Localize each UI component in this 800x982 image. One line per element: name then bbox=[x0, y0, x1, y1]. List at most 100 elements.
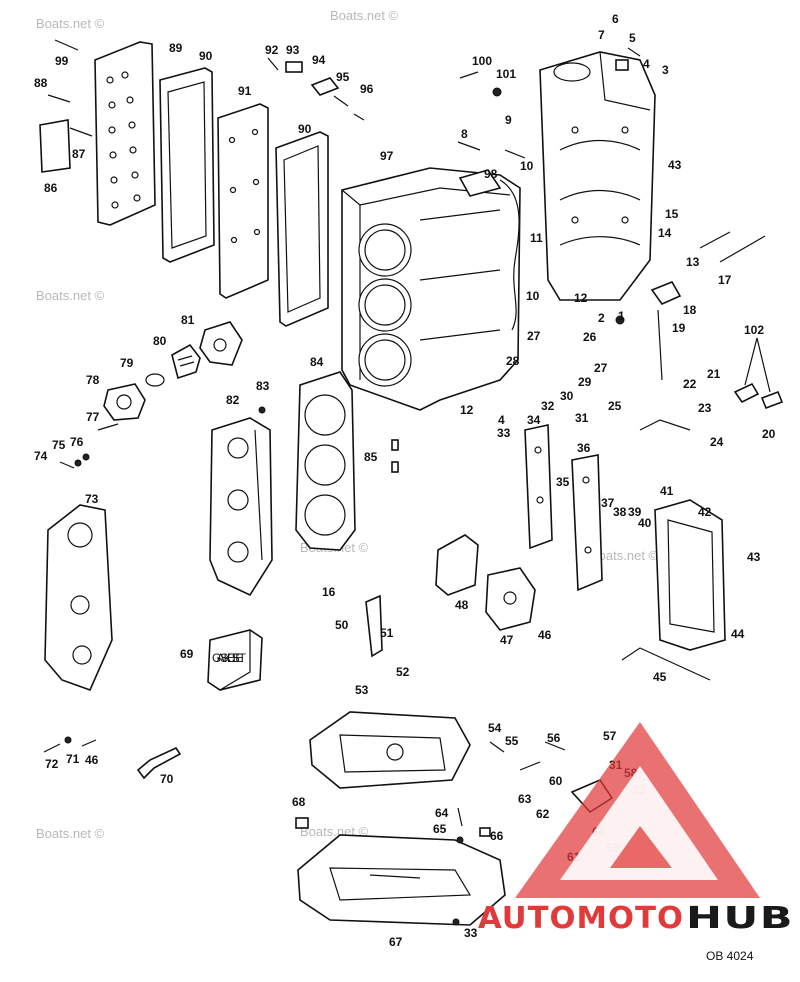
part-label: 41 bbox=[660, 484, 674, 498]
part-label: 5 bbox=[629, 31, 636, 45]
part-label: 69 bbox=[180, 647, 194, 661]
part-label: 29 bbox=[578, 375, 592, 389]
part-label: 47 bbox=[500, 633, 514, 647]
part-label: 13 bbox=[686, 255, 700, 269]
part-label: 24 bbox=[710, 435, 724, 449]
part-label: 68 bbox=[292, 795, 306, 809]
thermostat-cover-81 bbox=[199, 321, 243, 366]
part-label: 34 bbox=[527, 413, 541, 427]
logo-triangle-inner-icon bbox=[560, 766, 718, 880]
head-cover-73 bbox=[44, 504, 113, 692]
part-label: 52 bbox=[396, 665, 410, 679]
part-label: 20 bbox=[762, 427, 776, 441]
part-label: 64 bbox=[435, 806, 449, 820]
watermark: Boats.net © bbox=[36, 288, 105, 303]
rod-45 bbox=[621, 647, 711, 681]
fasteners-72-71-46 bbox=[43, 736, 97, 753]
part-label: 40 bbox=[638, 516, 652, 530]
part-label: 33 bbox=[497, 426, 511, 440]
part-label: 50 bbox=[335, 618, 349, 632]
part-label: 60 bbox=[549, 774, 563, 788]
spark-plug-70 bbox=[136, 746, 182, 780]
part-label: 70 bbox=[160, 772, 174, 786]
dowel-85 bbox=[391, 439, 399, 473]
part-label: 86 bbox=[44, 181, 58, 195]
part-label: 55 bbox=[505, 734, 519, 748]
cover-48 bbox=[435, 534, 479, 596]
part-label: 99 bbox=[55, 54, 69, 68]
seal-ring-79 bbox=[145, 373, 165, 387]
part-label: 93 bbox=[286, 43, 300, 57]
part-label: 22 bbox=[683, 377, 697, 391]
part-label: 78 bbox=[86, 373, 100, 387]
cover-47 bbox=[485, 567, 536, 631]
part-label: 83 bbox=[256, 379, 270, 393]
part-label: 42 bbox=[698, 505, 712, 519]
lever-25 bbox=[639, 419, 691, 431]
part-label: 28 bbox=[506, 354, 520, 368]
part-label: 43 bbox=[747, 550, 761, 564]
cylinder-block bbox=[341, 167, 521, 411]
part-label: 98 bbox=[484, 167, 498, 181]
part-label: 16 bbox=[322, 585, 336, 599]
part-label: 63 bbox=[518, 792, 532, 806]
bolt-77 bbox=[97, 423, 119, 431]
part-label: 102 bbox=[744, 323, 764, 337]
clip-50 bbox=[365, 594, 383, 658]
part-label: 90 bbox=[199, 49, 213, 63]
part-label: 27 bbox=[527, 329, 541, 343]
part-label: 95 bbox=[336, 70, 350, 84]
part-label: 2 bbox=[598, 311, 605, 325]
part-label: 74 bbox=[34, 449, 48, 463]
part-label: 56 bbox=[547, 731, 561, 745]
part-label: 1 bbox=[618, 309, 625, 323]
part-label: 11 bbox=[530, 231, 543, 245]
part-label: 38 bbox=[613, 505, 627, 519]
part-label: 101 bbox=[496, 67, 516, 81]
part-label: 8 bbox=[461, 127, 468, 141]
part-label: 79 bbox=[120, 356, 134, 370]
part-label: 80 bbox=[153, 334, 167, 348]
part-label: 26 bbox=[583, 330, 597, 344]
part-label: 39 bbox=[628, 505, 642, 519]
part-label: 53 bbox=[355, 683, 369, 697]
part-label: 66 bbox=[490, 829, 504, 843]
part-label: 100 bbox=[472, 54, 492, 68]
part-label: 45 bbox=[653, 670, 667, 684]
adapter-plate-53 bbox=[309, 711, 471, 789]
part-label: 23 bbox=[698, 401, 712, 415]
exhaust-gasket-inner bbox=[275, 131, 329, 327]
part-label: 10 bbox=[520, 159, 534, 173]
part-label: 90 bbox=[298, 122, 312, 136]
part-label: 32 bbox=[541, 399, 555, 413]
part-label: 43 bbox=[668, 158, 682, 172]
exhaust-cover-plate bbox=[94, 41, 156, 226]
fasteners-top-left bbox=[47, 39, 365, 137]
part-label: 89 bbox=[169, 41, 183, 55]
automotohub-logo: AUTOMOTO HUB bbox=[478, 722, 794, 936]
part-label: 81 bbox=[181, 313, 195, 327]
part-label: 31 bbox=[575, 411, 589, 425]
part-label: 65 bbox=[433, 822, 447, 836]
watermark: Boats.net © bbox=[36, 16, 105, 31]
bracket-34 bbox=[524, 424, 553, 550]
part-label: 12 bbox=[574, 291, 588, 305]
part-label: 36 bbox=[577, 441, 591, 455]
exhaust-baffle bbox=[217, 103, 269, 299]
gasket-set-69: GASKET SET bbox=[207, 629, 263, 691]
part-label: 33 bbox=[464, 926, 478, 940]
part-label: 96 bbox=[360, 82, 374, 96]
fasteners-top-right bbox=[457, 47, 766, 381]
part-label: 35 bbox=[556, 475, 570, 489]
part-label: 72 bbox=[45, 757, 59, 771]
watermark: Boats.net © bbox=[330, 8, 399, 23]
part-label: 7 bbox=[598, 28, 605, 42]
cylinder-head-82 bbox=[209, 417, 273, 597]
part-label: 87 bbox=[72, 147, 86, 161]
part-label: 9 bbox=[505, 113, 512, 127]
part-label: 94 bbox=[312, 53, 326, 67]
gasket-set-label: GASKET SET bbox=[212, 651, 247, 665]
part-label: 4 bbox=[643, 57, 650, 71]
logo-text-suffix: HUB bbox=[686, 901, 794, 936]
